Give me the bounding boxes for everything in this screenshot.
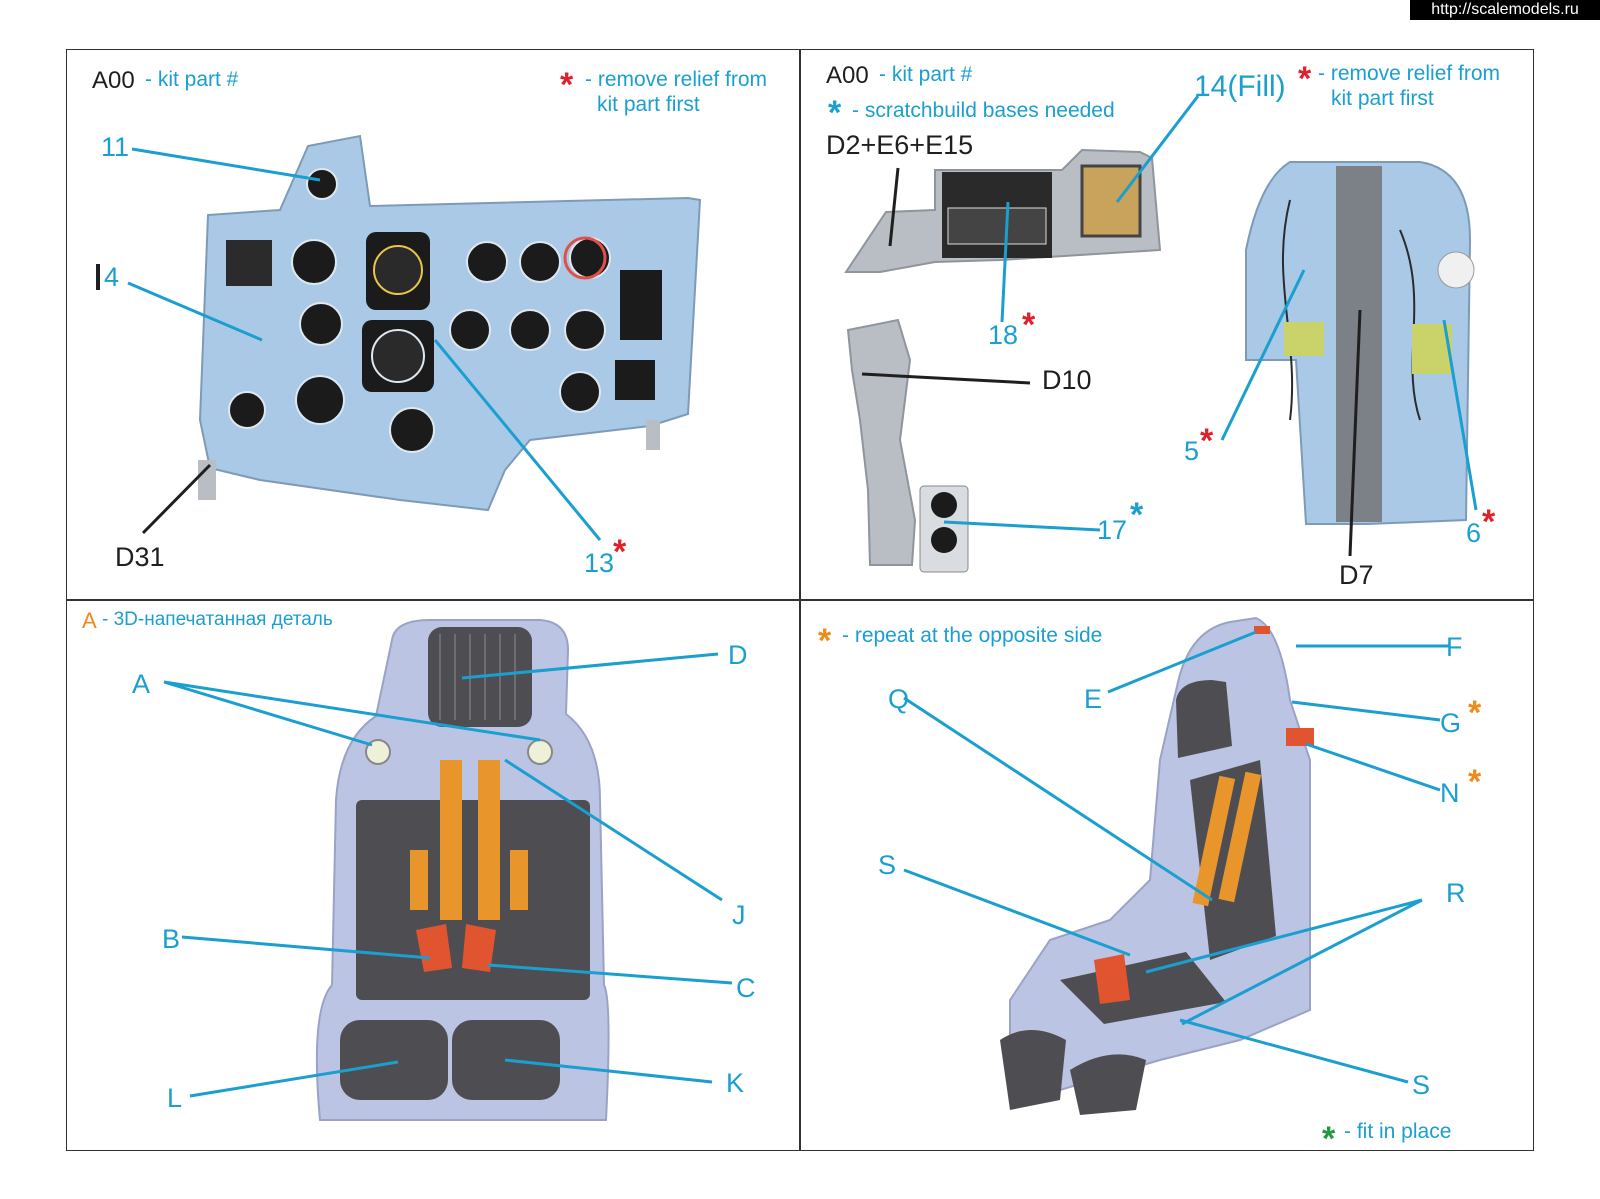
callout-F: F	[1446, 632, 1463, 662]
seat-side-illustration	[1000, 616, 1314, 1115]
seat-front-illustration	[315, 619, 610, 1121]
callout-E: E	[1084, 684, 1103, 714]
pin-marker-icon	[96, 264, 100, 290]
green-asterisk-icon: *	[1322, 1120, 1336, 1158]
callout-14-fill: 14(Fill)	[1194, 70, 1286, 103]
red-asterisk-icon: *	[560, 66, 574, 104]
callout-B: B	[162, 924, 181, 954]
callout-11: 11	[101, 132, 130, 162]
panel2-blue-leaders	[943, 95, 1478, 532]
orange-asterisk-icon: *	[818, 622, 832, 660]
callout-13-red-asterisk-icon: *	[613, 533, 627, 571]
callout-18: 18	[988, 320, 1019, 350]
panel3-leaders	[163, 652, 733, 1098]
printed-part-letter: A	[82, 608, 97, 633]
red-asterisk-icon-2: *	[1298, 60, 1312, 98]
callout-D2-E6-E15: D2+E6+E15	[826, 130, 974, 160]
callout-4: 4	[104, 262, 120, 292]
kit-part-legend: - kit part #	[145, 68, 239, 91]
callout-N: N	[1440, 778, 1460, 808]
callout-D: D	[728, 640, 748, 670]
callout-A: A	[132, 669, 151, 699]
panel4-leaders	[903, 630, 1450, 1084]
callout-6-red-asterisk-icon: *	[1482, 503, 1496, 541]
callout-L: L	[167, 1083, 183, 1113]
callout-6: 6	[1466, 518, 1482, 548]
callout-N-orange-asterisk-icon: *	[1468, 763, 1482, 801]
callout-D7: D7	[1339, 560, 1374, 590]
callout-K: K	[726, 1068, 745, 1098]
callout-17-blue-asterisk-icon: *	[1130, 496, 1144, 534]
callout-5-red-asterisk-icon: *	[1200, 422, 1214, 460]
callout-Q: Q	[888, 684, 910, 714]
callout-S-upper: S	[878, 850, 897, 880]
callout-D31: D31	[115, 542, 165, 572]
remove-relief-legend-line2: kit part first	[597, 93, 700, 116]
callout-13: 13	[584, 548, 615, 578]
callout-R: R	[1446, 878, 1466, 908]
kit-code-a00-2: A00	[826, 62, 869, 89]
callout-D10: D10	[1042, 365, 1092, 395]
blue-asterisk-icon: *	[828, 94, 842, 132]
panel1-leader-lines	[127, 147, 602, 541]
kit-code-a00: A00	[92, 67, 135, 94]
remove-relief-legend-2: - remove relief from	[1318, 62, 1501, 85]
panel2-black-leaders	[861, 167, 1362, 557]
printed-part-legend: - 3D-напечатанная деталь	[102, 609, 333, 630]
kit-part-legend-2: - kit part #	[879, 63, 973, 86]
remove-relief-legend: - remove relief from	[585, 68, 768, 91]
callout-5: 5	[1184, 436, 1200, 466]
callout-17: 17	[1097, 515, 1128, 545]
leader-D31	[141, 463, 212, 535]
watermark: http://scalemodels.ru	[1410, 0, 1600, 20]
callout-C: C	[736, 973, 756, 1003]
repeat-opposite-legend: - repeat at the opposite side	[842, 624, 1103, 647]
fit-in-place-legend: - fit in place	[1344, 1120, 1452, 1143]
callout-G: G	[1440, 708, 1462, 738]
callout-J: J	[732, 900, 746, 930]
instrument-panel-illustration	[198, 134, 702, 512]
callout-18-red-asterisk-icon: *	[1022, 306, 1036, 344]
callout-S-lower: S	[1412, 1070, 1431, 1100]
horizontal-divider	[66, 599, 1534, 601]
remove-relief-legend-2-line2: kit part first	[1331, 87, 1434, 110]
radio-block-illustration	[844, 148, 1162, 273]
scratchbuild-legend: - scratchbuild bases needed	[852, 99, 1115, 122]
callout-G-orange-asterisk-icon: *	[1468, 694, 1482, 732]
control-stick-illustration	[846, 318, 969, 573]
